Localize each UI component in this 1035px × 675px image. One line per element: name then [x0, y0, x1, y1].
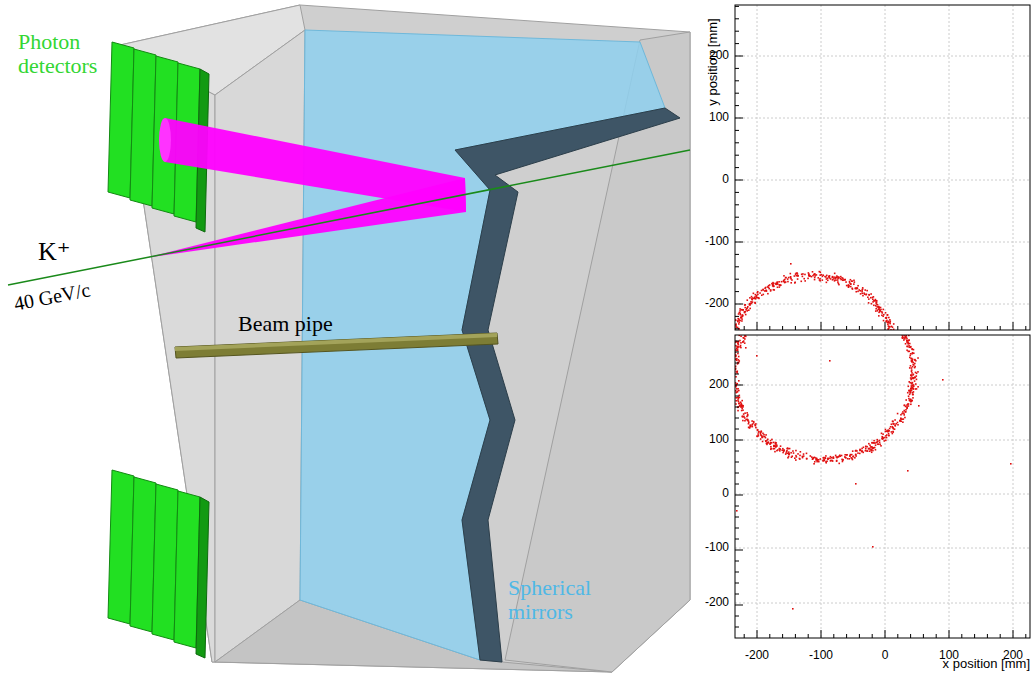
tick-label: 0 — [722, 173, 729, 186]
tick-label: 100 — [709, 111, 729, 124]
tick-label: 200 — [709, 49, 729, 62]
beam-momentum: 40 GeV/c — [12, 278, 92, 314]
tick-label: 100 — [709, 433, 729, 446]
cherenkov-light — [145, 118, 466, 258]
tick-label: -200 — [705, 297, 729, 310]
plot-frame — [735, 335, 1030, 638]
tick-label: -100 — [705, 541, 729, 554]
tick-label: 200 — [709, 378, 729, 391]
part-name: Spherical mirrors — [508, 576, 608, 624]
tick-label: -100 — [809, 649, 833, 662]
part-name: Photon detectors — [18, 30, 138, 78]
tick-label: 0 — [882, 649, 889, 662]
tick-label: -100 — [705, 235, 729, 248]
kaon-track — [8, 150, 690, 285]
vessel — [120, 5, 690, 672]
beam-pipe — [175, 333, 498, 358]
tick-label: -200 — [705, 596, 729, 609]
part-name: Beam pipe — [238, 312, 333, 336]
hit-map-plots — [725, 5, 1030, 638]
tick-label: 0 — [722, 487, 729, 500]
photon-detector — [108, 470, 209, 658]
plot-frame — [735, 5, 1030, 330]
tick-label: -200 — [745, 649, 769, 662]
particle-name: K⁺ — [38, 238, 71, 267]
axis-title: x position [mm] — [943, 657, 1030, 671]
